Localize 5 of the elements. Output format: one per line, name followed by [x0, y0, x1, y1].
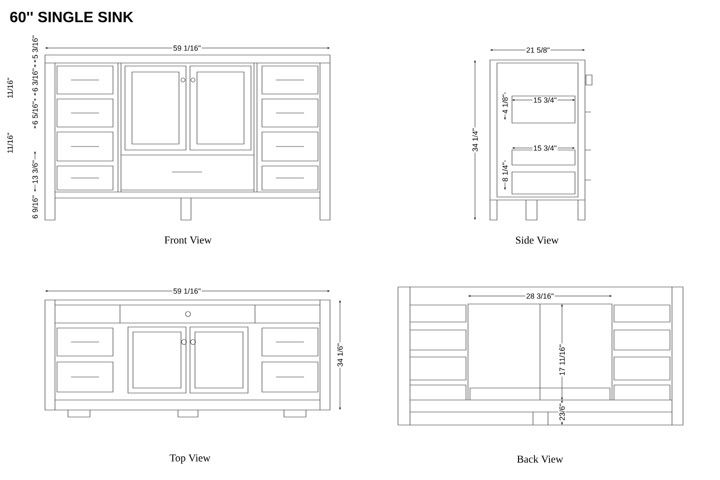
view-title: Back View: [517, 455, 564, 463]
view-title: Top View: [170, 454, 210, 464]
view-title: Front View: [164, 236, 212, 244]
view-title: Side View: [516, 236, 559, 244]
title: 60'' SINGLE SINK: [10, 12, 134, 22]
